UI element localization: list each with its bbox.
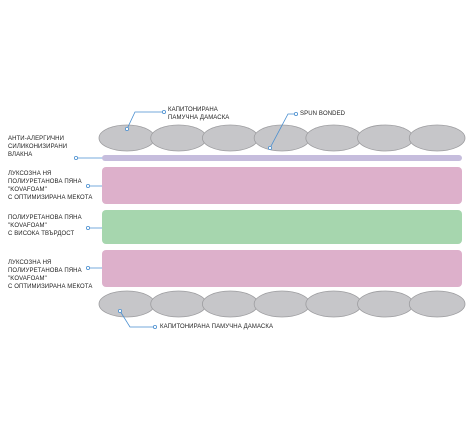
bottom-quilted-damask-layer [98, 290, 466, 318]
hard-foam-label: ПОЛИУРЕТАНОВА ПЯНА "KOVAFOAM" С ВИСОКА Т… [8, 215, 82, 237]
bottom-damask-puff [408, 290, 466, 318]
top-quilted-damask-layer [98, 124, 466, 152]
spun-bonded-label: SPUN BONDED [300, 111, 346, 117]
luxury-foam-bottom-label-marker [86, 265, 91, 270]
bottom-damask-puff [98, 290, 156, 318]
top-damask-label-marker [161, 110, 166, 115]
spun-bonded-label-marker [293, 112, 298, 117]
spun-bonded-target-marker [267, 145, 272, 150]
fiber-layer [102, 155, 462, 161]
top-damask-puff [357, 124, 414, 152]
bottom-damask-puff [253, 290, 311, 318]
luxury-foam-bottom-label: ЛУКСОЗНА НЯ ПОЛИУРЕТАНОВА ПЯНА "KOVAFOAM… [8, 260, 93, 290]
luxury-foam-layer-top [102, 167, 462, 204]
bottom-damask-leader-line [119, 310, 155, 328]
hard-foam-layer [102, 210, 462, 244]
fibers-label: АНТИ-АЛЕРГИЧНИ СИЛИКОНИЗИРАНИ ВЛАКНА [8, 136, 68, 158]
top-damask-puff [202, 124, 259, 152]
top-damask-leader-line [126, 111, 164, 130]
luxury-foam-top-label: ЛУКСОЗНА НЯ ПОЛИУРЕТАНОВА ПЯНА "KOVAFOAM… [8, 171, 93, 201]
bottom-damask-label: КАПИТОНИРАНА ПАМУЧНА ДАМАСКА [160, 324, 274, 330]
top-damask-puff [150, 124, 207, 152]
top-damask-puff [408, 124, 466, 152]
bottom-damask-puff [150, 290, 207, 318]
luxury-foam-top-label-marker [86, 183, 91, 188]
top-damask-puff [253, 124, 311, 152]
top-damask-label: КАПИТОНИРАНА ПАМУЧНА ДАМАСКА [168, 107, 230, 121]
top-damask-puff [305, 124, 362, 152]
bottom-damask-puff [305, 290, 362, 318]
bottom-damask-target-marker [118, 308, 123, 313]
bottom-damask-puff [357, 290, 414, 318]
fibers-label-marker [74, 155, 79, 160]
luxury-foam-layer-bottom [102, 250, 462, 287]
hard-foam-label-marker [86, 225, 91, 230]
spun-bonded-leader-line [269, 113, 296, 149]
top-damask-target-marker [125, 127, 130, 132]
bottom-damask-label-marker [152, 324, 157, 329]
bottom-damask-puff [202, 290, 259, 318]
